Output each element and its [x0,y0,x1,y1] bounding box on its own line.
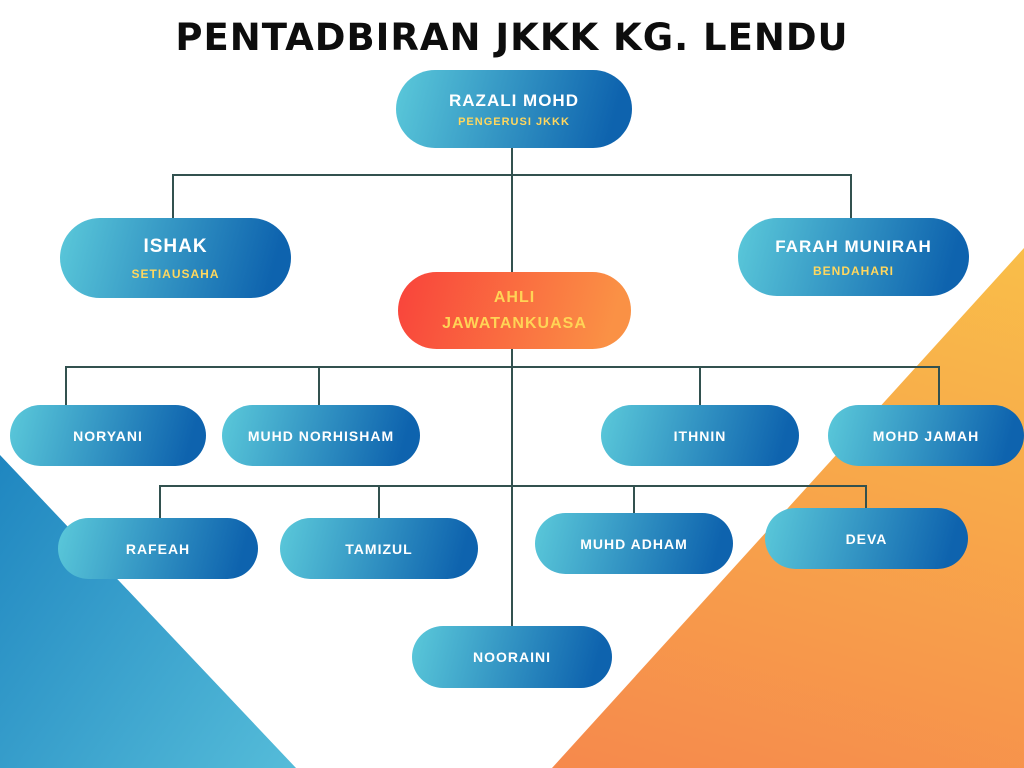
connector-line [511,148,513,176]
member-name: ITHNIN [673,427,727,444]
connector-line [699,366,701,407]
org-node-chairman: RAZALI MOHD PENGERUSI JKKK [396,70,632,148]
member-name: NORYANI [73,427,143,444]
background-triangle-blue [0,455,296,768]
member-name: RAZALI MOHD [449,90,579,110]
org-node-treasurer: FARAH MUNIRAH BENDAHARI [738,218,969,296]
connector-line [938,366,940,407]
connector-line [318,366,320,407]
org-node-mohd-jamah: MOHD JAMAH [828,405,1024,466]
member-name: MUHD ADHAM [580,535,688,552]
org-node-nooraini: NOORAINI [412,626,612,688]
member-role: PENGERUSI JKKK [458,115,570,128]
org-node-noryani: NORYANI [10,405,206,466]
member-name: TAMIZUL [345,540,413,557]
org-node-tamizul: TAMIZUL [280,518,478,579]
org-node-rafeah: RAFEAH [58,518,258,579]
connector-line [65,366,67,407]
member-name: DEVA [845,530,888,547]
org-node-muhd-adham: MUHD ADHAM [535,513,733,574]
member-name: FARAH MUNIRAH [775,236,932,256]
member-name: ISHAK [143,235,208,257]
org-node-deva: DEVA [765,508,968,569]
member-role: BENDAHARI [813,263,894,278]
org-node-secretary: ISHAK SETIAUSAHA [60,218,291,298]
connector-line [159,485,866,487]
connector-line [511,174,513,274]
connector-line [172,174,174,220]
member-name: MOHD JAMAH [872,427,980,444]
connector-line [633,485,635,515]
page-title: PENTADBIRAN JKKK KG. LENDU [175,16,849,59]
connector-line [378,485,380,520]
org-node-committee: AHLI JAWATANKUASA [398,272,631,349]
member-name: NOORAINI [473,649,551,665]
connector-line [850,174,852,220]
member-role: SETIAUSAHA [131,266,220,281]
connector-line [511,346,513,628]
member-name: MUHD NORHISHAM [247,427,395,444]
connector-line [865,485,867,510]
org-node-ithnin: ITHNIN [601,405,799,466]
org-node-muhd-norhisham: MUHD NORHISHAM [222,405,420,466]
connector-line [65,366,940,368]
connector-line [159,485,161,520]
committee-label: AHLI JAWATANKUASA [442,288,587,332]
member-name: RAFEAH [125,540,191,557]
